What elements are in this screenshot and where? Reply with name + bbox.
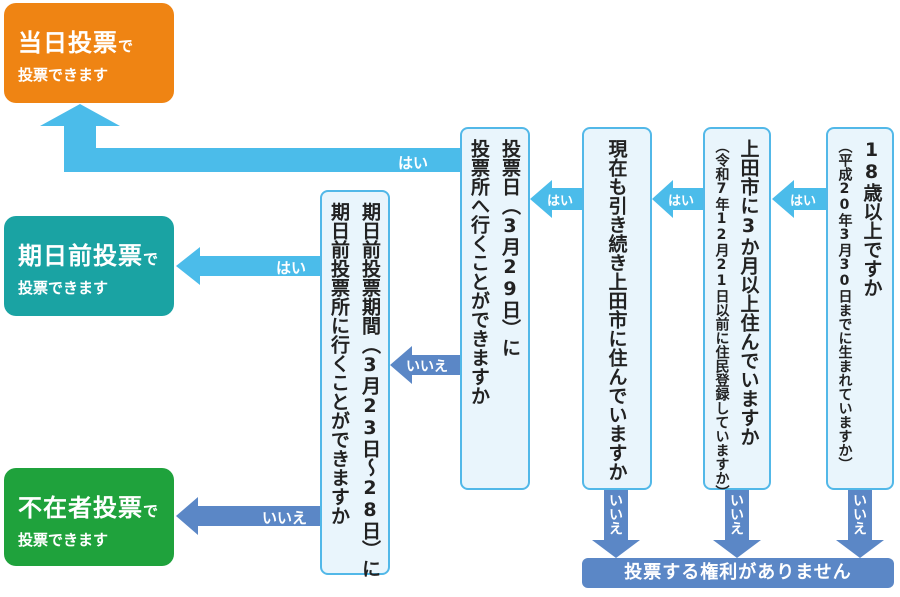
result-title: 不在者投票 [18, 494, 143, 522]
no-arrow-to-absentee [176, 497, 320, 535]
yes-label: はい [668, 194, 695, 209]
yes-label: はい [547, 194, 574, 209]
question-residency-3-months: 上田市に3か月以上住んでいますか （令和7年12月21日以前に住民登録しています… [703, 127, 771, 499]
yes-arrow-to-same-day [40, 104, 460, 172]
result-title: 期日前投票 [18, 242, 143, 270]
yes-arrow-q3-q4 [530, 180, 582, 218]
result-no-voting-right: 投票する権利がありません [582, 558, 894, 588]
question-current-residency: 現在も引き続き上田市に住んでいますか [582, 127, 652, 490]
result-suffix: で [118, 37, 135, 55]
question-early-voting-period: 期日前投票期間（3月23日～28日）に 期日前投票所に行くことができますか [320, 190, 390, 578]
result-title: 当日投票 [18, 29, 118, 57]
question-main-text-2: 期日前投票所に行くことができますか [328, 202, 350, 525]
no-arrow-q1-down [836, 490, 884, 558]
no-label: いいえ [728, 493, 744, 535]
yes-label: はい [398, 154, 429, 172]
question-sub-text: （令和7年12月21日以前に住民登録していますか） [713, 139, 730, 499]
yes-arrow-to-early [176, 247, 320, 285]
result-suffix: で [143, 250, 160, 268]
no-arrow-q2-down [713, 490, 761, 558]
question-election-day: 投票日（3月29日）に 投票所へ行くことができますか [460, 127, 530, 490]
result-same-day-voting: 当日投票で 投票できます [4, 3, 174, 103]
result-subtitle: 投票できます [18, 279, 109, 297]
question-age: 18歳以上ですか （平成20年3月30日までに生まれていますか） [826, 127, 894, 490]
result-absentee-voting: 不在者投票で 投票できます [4, 468, 174, 566]
no-label: いいえ [262, 509, 308, 527]
no-label: いいえ [406, 359, 448, 375]
no-arrow-q3-down [592, 490, 640, 558]
question-main-text: 上田市に3か月以上住んでいますか [737, 139, 760, 446]
question-main-text: 期日前投票期間（3月23日～28日）に [359, 202, 381, 578]
no-label: いいえ [607, 493, 623, 535]
no-arrow-q4-q5 [390, 346, 460, 384]
yes-label: はい [790, 194, 817, 209]
question-main-text: 18歳以上ですか [860, 139, 883, 297]
question-main-text-2: 投票所へ行くことができますか [468, 139, 490, 405]
question-main-text: 投票日（3月29日）に [499, 139, 521, 357]
result-suffix: で [143, 502, 160, 520]
no-label: いいえ [851, 493, 867, 535]
question-sub-text: （平成20年3月30日までに生まれていますか） [836, 139, 853, 471]
result-subtitle: 投票できます [18, 531, 109, 549]
yes-arrow-q1-q2 [772, 180, 826, 218]
question-main-text: 現在も引き続き上田市に住んでいますか [605, 139, 628, 481]
result-subtitle: 投票できます [18, 66, 109, 84]
yes-arrow-q2-q3 [652, 180, 703, 218]
result-early-voting: 期日前投票で 投票できます [4, 216, 174, 316]
yes-label: はい [276, 259, 307, 277]
